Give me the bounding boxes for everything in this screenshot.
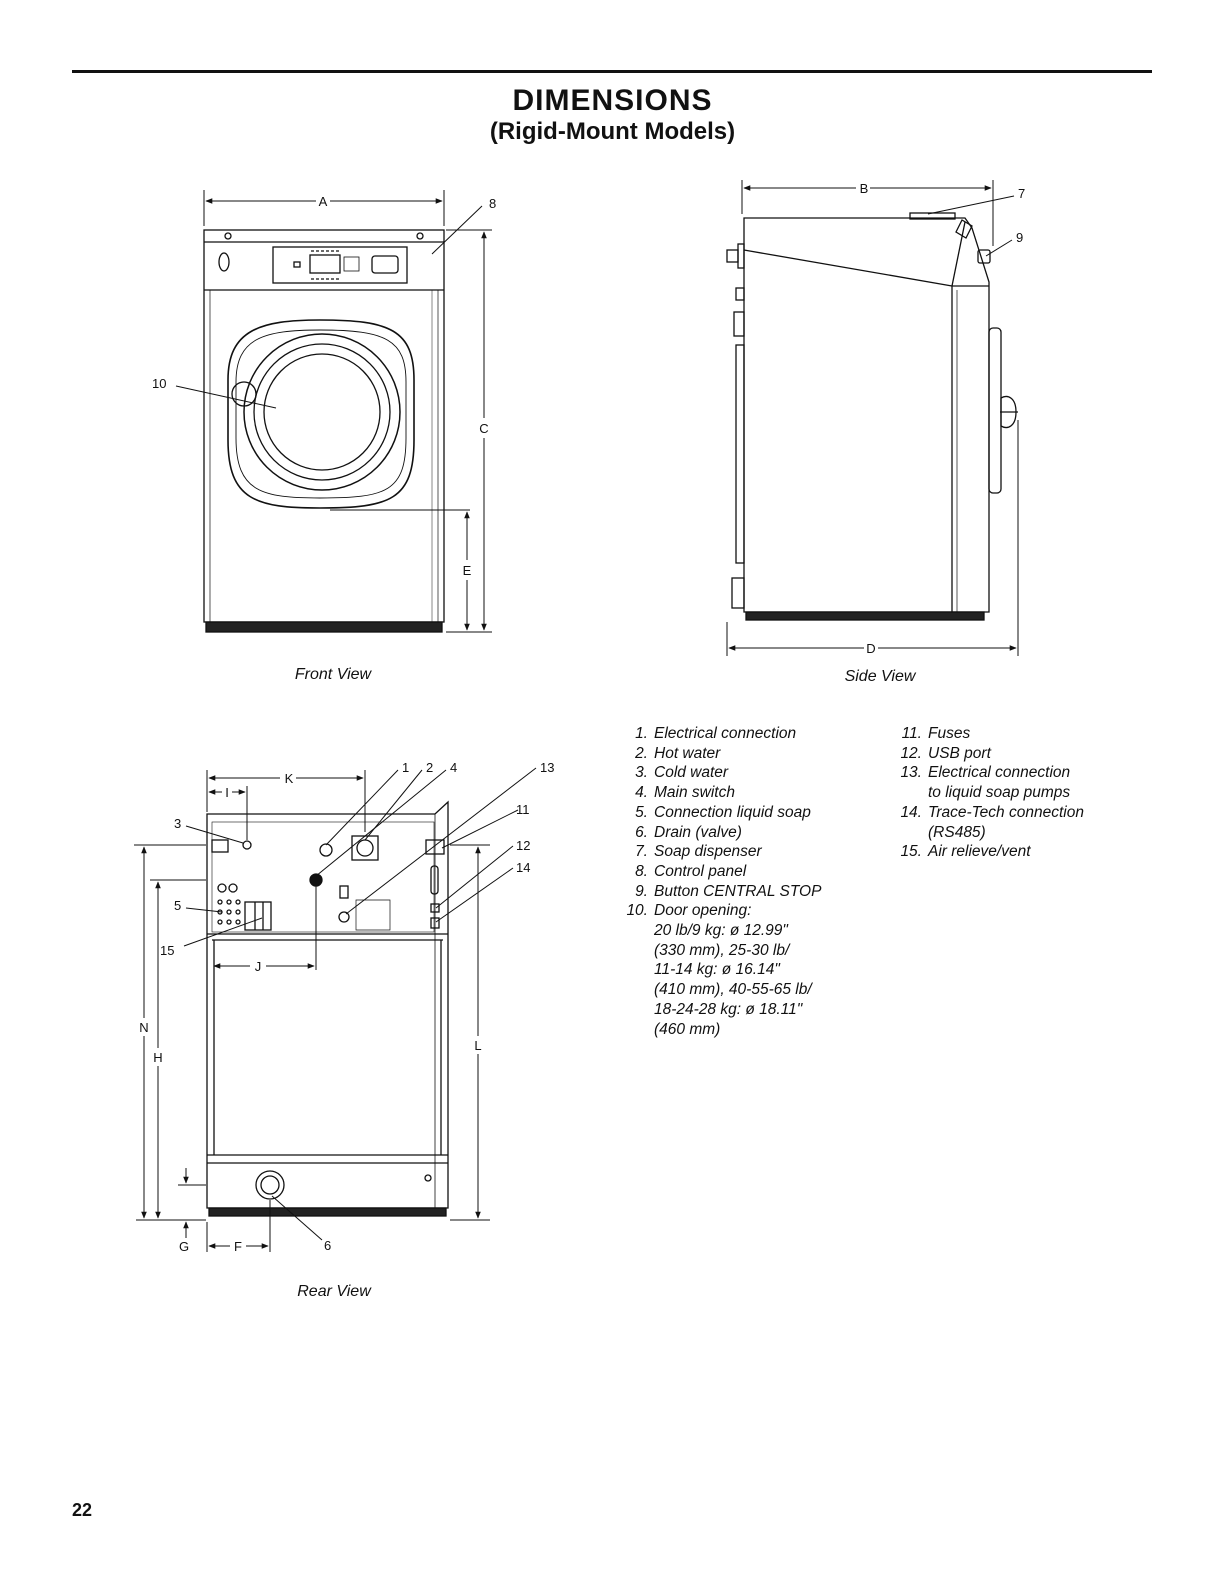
- label-H: H: [153, 1050, 162, 1065]
- legend-item: 11.Fuses: [901, 725, 971, 742]
- legend-item-continuation: (RS485): [928, 823, 986, 841]
- label-12: 12: [516, 838, 530, 853]
- legend-item: 15.Air relieve/vent: [900, 843, 1031, 861]
- legend-item: 10.Door opening:: [626, 902, 752, 920]
- front-view-drawing: [203, 229, 470, 633]
- front-view-dimensions: [175, 190, 492, 633]
- label-9: 9: [1016, 230, 1023, 245]
- label-B: B: [860, 181, 869, 196]
- label-14: 14: [516, 860, 530, 875]
- label-N: N: [139, 1020, 148, 1035]
- legend-item: 14.Trace-Tech connection: [900, 803, 1084, 821]
- side-view-drawing: [726, 212, 1018, 621]
- rear-view-drawing: [206, 800, 449, 1217]
- legend-item: 8.Control panel: [635, 862, 747, 880]
- legend-item: 7.Soap dispenser: [635, 843, 762, 861]
- legend-item-continuation: to liquid soap pumps: [928, 784, 1071, 802]
- label-D: D: [866, 641, 875, 656]
- label-1: 1: [402, 760, 409, 775]
- side-view-caption: Side View: [844, 668, 916, 685]
- legend-column-1: 1.Electrical connection 2.Hot water 3.Co…: [618, 724, 878, 1039]
- door-size-line: 18-24-28 kg: ø 18.11": [654, 1000, 803, 1018]
- page-subtitle: (Rigid-Mount Models): [489, 118, 736, 145]
- label-K: K: [285, 771, 294, 786]
- label-2: 2: [426, 760, 433, 775]
- rear-view-caption: Rear View: [297, 1283, 371, 1300]
- legend-item: 9.Button CENTRAL STOP: [635, 882, 822, 900]
- label-I: I: [225, 785, 229, 800]
- legend-item: 6.Drain (valve): [635, 823, 742, 841]
- label-F: F: [234, 1239, 242, 1254]
- door-size-line: (330 mm), 25-30 lb/: [654, 941, 790, 959]
- label-7: 7: [1018, 186, 1025, 201]
- label-11: 11: [516, 802, 530, 817]
- label-6: 6: [324, 1238, 331, 1253]
- door-size-line: (460 mm): [654, 1020, 721, 1038]
- legend-item: 4.Main switch: [635, 784, 735, 802]
- legend-item: 1.Electrical connection: [635, 725, 797, 742]
- legend-item: 13.Electrical connection: [900, 764, 1071, 782]
- label-15: 15: [160, 943, 174, 958]
- label-C: C: [479, 421, 488, 436]
- page-title: DIMENSIONS: [512, 84, 713, 117]
- label-L: L: [474, 1038, 481, 1053]
- rear-view-dimensions: [134, 767, 537, 1252]
- legend-column-2: 11.Fuses 12.USB port 13.Electrical conne…: [892, 724, 1152, 862]
- label-8: 8: [489, 196, 496, 211]
- side-view-dimensions: [726, 180, 1019, 656]
- front-view-caption: Front View: [294, 666, 372, 683]
- label-G: G: [179, 1239, 189, 1254]
- door-size-line: 20 lb/9 kg: ø 12.99": [654, 922, 788, 940]
- label-3: 3: [174, 816, 181, 831]
- label-4: 4: [450, 760, 457, 775]
- legend-item: 12.USB port: [900, 744, 991, 762]
- legend-item: 2.Hot water: [635, 744, 721, 762]
- label-J: J: [255, 959, 262, 974]
- legend-item: 5.Connection liquid soap: [635, 803, 811, 821]
- label-5: 5: [174, 898, 181, 913]
- label-A: A: [319, 194, 328, 209]
- label-13: 13: [540, 760, 554, 775]
- door-size-line: (410 mm), 40-55-65 lb/: [654, 981, 812, 999]
- top-rule: [72, 70, 1152, 73]
- door-size-line: 11-14 kg: ø 16.14": [654, 961, 780, 979]
- page-number: 22: [72, 1500, 93, 1520]
- label-10: 10: [152, 376, 166, 391]
- label-E: E: [463, 563, 472, 578]
- legend-item: 3.Cold water: [635, 764, 729, 782]
